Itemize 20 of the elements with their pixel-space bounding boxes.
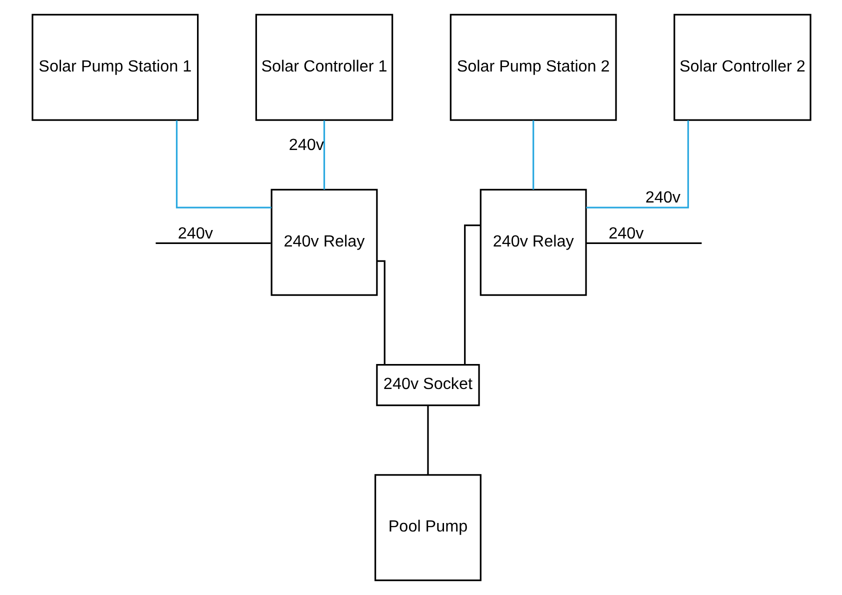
edge-label: 240v (288, 136, 324, 154)
connector (322, 120, 325, 190)
connector (155, 242, 270, 244)
edge-label: 240v (608, 224, 644, 242)
connector (376, 260, 385, 365)
edge-label: 240v (177, 224, 212, 242)
connector (426, 405, 428, 475)
node-box: Solar Pump Station 2 (449, 14, 616, 121)
node-box: 240v Socket (376, 364, 480, 406)
node-box: 240v Relay (270, 188, 378, 296)
node-box: Solar Controller 1 (254, 14, 393, 121)
connector (532, 120, 534, 190)
connector (586, 120, 688, 208)
node-box: Solar Pump Station 1 (31, 14, 198, 121)
edge-label: 240v (644, 188, 680, 207)
connector (586, 242, 702, 244)
node-box: Solar Controller 2 (673, 14, 811, 121)
node-box: Pool Pump (374, 474, 481, 582)
connector (175, 120, 271, 208)
node-box: 240v Relay (479, 188, 586, 296)
